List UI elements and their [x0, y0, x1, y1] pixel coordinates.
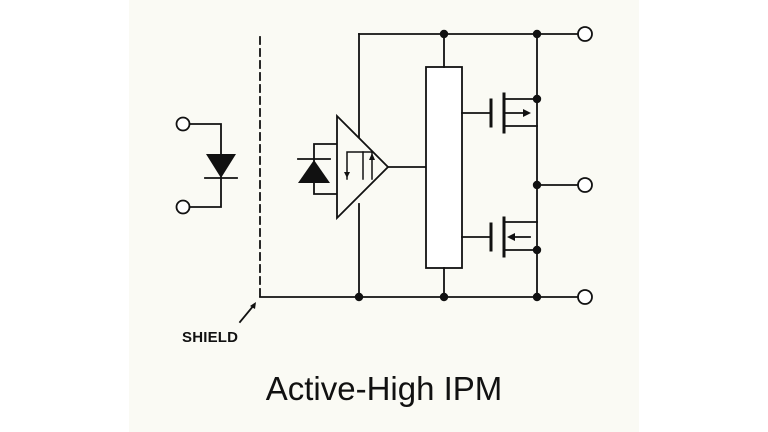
shield-arrowhead [250, 302, 256, 309]
junction-dot [532, 94, 542, 104]
hysteresis-symbol [346, 151, 373, 180]
mosfet-lower [489, 216, 538, 258]
driver-rect [425, 66, 463, 269]
output-terminal-mid [577, 177, 593, 193]
input-led [175, 116, 238, 215]
driver-block [425, 33, 492, 298]
junction-dot [439, 292, 449, 302]
junction-dot [354, 292, 364, 302]
shield-pointer-arrow [238, 303, 256, 324]
mosfet-lower-arrow [507, 233, 515, 241]
photodiode-triangle [298, 160, 330, 183]
shield-label: SHIELD [182, 329, 239, 346]
input-terminal-top [175, 116, 191, 132]
output-column [536, 26, 593, 305]
hysteresis-arrow-down [344, 172, 350, 178]
rails [259, 33, 579, 298]
amplifier [336, 113, 427, 221]
photodiode [297, 143, 342, 195]
mosfet-upper-arrow [523, 109, 531, 117]
output-terminal-top [577, 26, 593, 42]
input-terminal-bottom [175, 199, 191, 215]
output-terminal-bottom [577, 289, 593, 305]
junction-dots [354, 29, 542, 302]
junction-dot [532, 180, 542, 190]
junction-dot [532, 245, 542, 255]
junction-dot [532, 29, 542, 39]
shield [238, 36, 261, 324]
hysteresis-arrow-up [369, 153, 375, 160]
mosfet-upper [489, 92, 538, 134]
diagram-caption: Active-High IPM [265, 370, 503, 407]
junction-dot [532, 292, 542, 302]
led-triangle [206, 154, 236, 178]
figure-panel [129, 0, 639, 432]
junction-dot [439, 29, 449, 39]
